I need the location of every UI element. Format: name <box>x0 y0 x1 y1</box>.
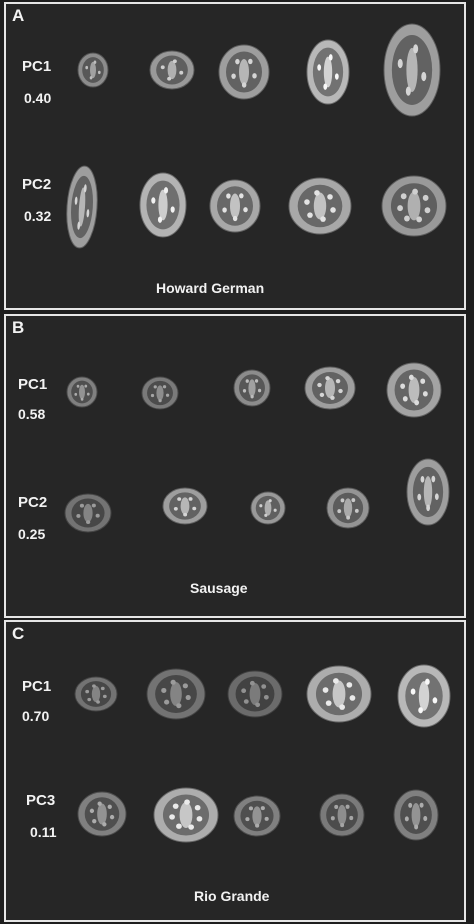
pc-label: PC3 <box>26 792 56 809</box>
tomato-cross-section <box>149 50 195 90</box>
tomato-cross-section <box>77 791 127 837</box>
tomato-cross-section <box>233 795 281 837</box>
tomato-cross-section <box>406 458 450 526</box>
tomato-cross-section <box>77 52 109 88</box>
tomato-cross-section <box>383 23 441 117</box>
panel-letter: B <box>12 318 25 337</box>
cultivar-caption: Sausage <box>190 580 248 596</box>
tomato-cross-section <box>326 487 370 529</box>
tomato-cross-section <box>250 491 286 525</box>
tomato-cross-section <box>162 487 208 525</box>
pc-value: 0.11 <box>30 824 57 840</box>
tomato-cross-section <box>218 44 270 100</box>
tomato-cross-section <box>141 376 179 410</box>
tomato-cross-section <box>397 664 451 728</box>
tomato-cross-section <box>381 175 447 237</box>
tomato-cross-section <box>233 369 271 407</box>
pc-value: 0.58 <box>18 406 46 422</box>
pc-label: PC1 <box>22 678 52 695</box>
panel-letter: C <box>12 624 25 643</box>
tomato-cross-section <box>209 179 261 233</box>
tomato-cross-section <box>139 172 187 238</box>
tomato-cross-section <box>227 670 283 718</box>
panel-b: B PC1 0.58 PC2 0.25 Sausage <box>4 314 466 618</box>
pc-value: 0.40 <box>24 90 52 106</box>
tomato-cross-section <box>66 376 98 408</box>
tomato-cross-section <box>146 668 206 720</box>
tomato-cross-section <box>153 787 219 843</box>
panel-letter: A <box>12 6 25 25</box>
tomato-cross-section <box>64 493 112 533</box>
pc-label: PC1 <box>18 376 48 393</box>
tomato-cross-section <box>306 665 372 723</box>
tomato-cross-section <box>393 789 439 841</box>
pc-value: 0.70 <box>22 708 50 724</box>
tomato-cross-section <box>66 165 98 249</box>
pc-label: PC1 <box>22 58 52 75</box>
cultivar-caption: Rio Grande <box>194 888 270 904</box>
pc-value: 0.25 <box>18 526 46 542</box>
pc-label: PC2 <box>22 176 52 193</box>
tomato-cross-section <box>306 39 350 105</box>
tomato-cross-section <box>386 362 442 418</box>
tomato-cross-section <box>304 366 356 410</box>
tomato-cross-section <box>319 793 365 837</box>
panel-c: C PC1 0.70 PC3 0.11 Rio Grande <box>4 620 466 922</box>
cultivar-caption: Howard German <box>156 280 265 296</box>
pc-label: PC2 <box>18 494 48 511</box>
tomato-cross-section <box>288 177 352 235</box>
pc-value: 0.32 <box>24 208 52 224</box>
tomato-cross-section <box>74 676 118 712</box>
